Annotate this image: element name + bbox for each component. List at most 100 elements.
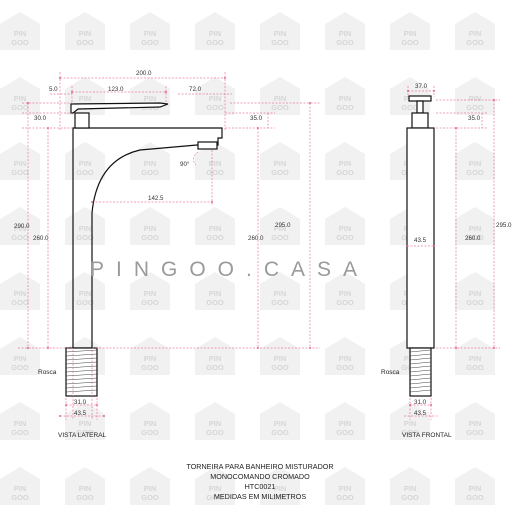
front-view: 37.0 35.0 43.5 260.0 295.0 31.0 43.5 Ros…	[381, 83, 512, 439]
watermark-house-icon	[325, 467, 365, 505]
watermark-house-icon	[325, 12, 365, 50]
watermark-text-line1: PIN	[339, 354, 352, 363]
front-view-handle-stem	[416, 100, 424, 114]
watermark-text-line2: GOO	[141, 298, 159, 307]
watermark-text-line1: PIN	[14, 484, 27, 493]
watermark-house-icon	[130, 272, 170, 310]
watermark-text-line2: GOO	[76, 38, 94, 47]
watermark-tile: PINGOO	[455, 142, 495, 180]
watermark-text-line2: GOO	[401, 103, 419, 112]
watermark-text-line1: PIN	[14, 419, 27, 428]
watermark-house-icon	[130, 142, 170, 180]
watermark-tile: PINGOO	[260, 272, 300, 310]
watermark-text-line2: GOO	[401, 428, 419, 437]
watermark-tile: PINGOO	[0, 142, 40, 180]
watermark-text-line2: GOO	[336, 428, 354, 437]
side-view-arrowheads	[27, 77, 311, 417]
watermark-text-line1: PIN	[469, 354, 482, 363]
watermark-text-line1: PIN	[209, 354, 222, 363]
watermark-text-line1: PIN	[404, 29, 417, 38]
front-dim-height-295: 295.0	[496, 222, 512, 229]
side-view-thread-label: Rosca	[38, 369, 57, 376]
watermark-tile: PINGOO	[325, 467, 365, 505]
watermark-text-line2: GOO	[401, 38, 419, 47]
dim-height-260-left: 260.0	[33, 235, 49, 242]
watermark-tile: PINGOO	[260, 337, 300, 375]
front-view-dimension-lines	[404, 86, 500, 420]
title-line-1: TORNEIRA PARA BANHEIRO MISTURADOR	[186, 462, 333, 471]
watermark-tile: PINGOO	[455, 402, 495, 440]
front-dim-body-width: 43.5	[414, 237, 427, 244]
watermark-text-line1: PIN	[79, 224, 92, 233]
watermark-tile: PINGOO	[455, 77, 495, 115]
watermark-tile: PINGOO	[325, 77, 365, 115]
watermark-text-line2: GOO	[466, 233, 484, 242]
watermark-text-line1: PIN	[274, 289, 287, 298]
watermark-house-icon	[455, 142, 495, 180]
watermark-house-icon	[455, 467, 495, 505]
watermark-text-line1: PIN	[469, 224, 482, 233]
brand-watermark-text: PINGOO.CASA	[90, 258, 369, 281]
watermark-text-line1: PIN	[469, 159, 482, 168]
watermark-text-line2: GOO	[271, 363, 289, 372]
watermark-text-line2: GOO	[336, 493, 354, 502]
watermark-text-line1: PIN	[144, 224, 157, 233]
dim-base-diameter: 43.5	[74, 410, 87, 417]
side-view-thread-lines	[65, 349, 98, 393]
dim-angle: 90°	[180, 161, 190, 168]
watermark-tile: PINGOO	[0, 207, 40, 245]
watermark-text-line2: GOO	[76, 298, 94, 307]
watermark-text-line2: GOO	[206, 168, 224, 177]
watermark-house-icon	[195, 402, 235, 440]
watermark-house-icon	[390, 402, 430, 440]
watermark-house-icon	[325, 402, 365, 440]
watermark-tile: PINGOO	[390, 467, 430, 505]
watermark-house-icon	[195, 272, 235, 310]
watermark-house-icon	[455, 207, 495, 245]
watermark-tile: PINGOO	[325, 207, 365, 245]
watermark-house-icon	[130, 207, 170, 245]
watermark-text-line2: GOO	[271, 428, 289, 437]
watermark-house-icon	[65, 207, 105, 245]
watermark-text-line1: PIN	[144, 29, 157, 38]
dim-lever-offset: 5.0	[49, 86, 58, 93]
watermark-house-icon	[260, 337, 300, 375]
title-line-3: HTC0021	[245, 482, 276, 491]
watermark-house-icon	[130, 337, 170, 375]
watermark-text-line1: PIN	[274, 484, 287, 493]
watermark-text-line1: PIN	[209, 159, 222, 168]
watermark-tile: PINGOO	[130, 337, 170, 375]
watermark-text-line2: GOO	[11, 233, 29, 242]
watermark-text-line2: GOO	[466, 168, 484, 177]
watermark-text-line2: GOO	[141, 363, 159, 372]
watermark-text-line1: PIN	[339, 224, 352, 233]
watermark-house-icon	[0, 142, 40, 180]
watermark-house-icon	[260, 467, 300, 505]
watermark-house-icon	[390, 467, 430, 505]
watermark-house-icon	[0, 12, 40, 50]
dim-height-295: 295.0	[275, 222, 291, 229]
watermark-text-line2: GOO	[76, 428, 94, 437]
watermark-tile: PINGOO	[0, 402, 40, 440]
watermark-text-line1: PIN	[339, 289, 352, 298]
watermark-house-icon	[130, 467, 170, 505]
watermark-house-icon	[455, 402, 495, 440]
watermark-house-icon	[65, 12, 105, 50]
watermark-tile: PINGOO	[0, 337, 40, 375]
front-view-arrowheads	[406, 90, 495, 406]
watermark-text-line1: PIN	[404, 419, 417, 428]
watermark-tile: PINGOO	[325, 12, 365, 50]
watermark-text-line1: PIN	[79, 159, 92, 168]
front-dim-head-height: 35.0	[468, 115, 481, 122]
watermark-house-icon	[65, 467, 105, 505]
watermark-text-line2: GOO	[141, 168, 159, 177]
watermark-tile: PINGOO	[195, 12, 235, 50]
watermark-text-line1: PIN	[14, 29, 27, 38]
watermark-text-line2: GOO	[206, 428, 224, 437]
watermark-house-icon	[195, 467, 235, 505]
watermark-text-line1: PIN	[469, 289, 482, 298]
watermark-text-line2: GOO	[141, 38, 159, 47]
watermark-house-icon	[65, 142, 105, 180]
watermark-house-icon	[260, 402, 300, 440]
watermark-tile: PINGOO	[130, 142, 170, 180]
